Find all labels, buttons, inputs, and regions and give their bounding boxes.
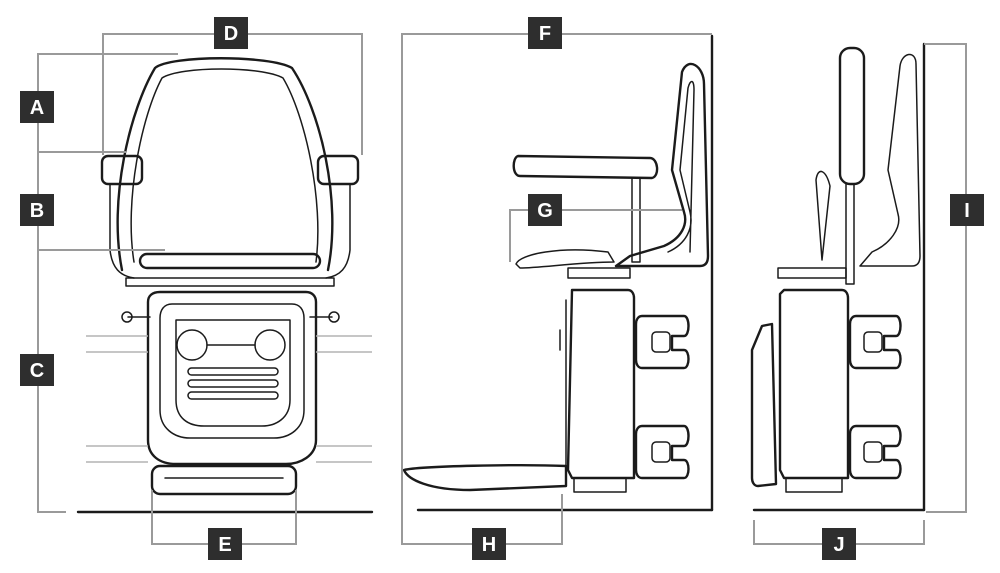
side-view bbox=[402, 34, 714, 512]
folded-seat-back bbox=[859, 53, 921, 267]
front-seat-back-inner bbox=[130, 68, 319, 263]
front-seat-cushion bbox=[138, 252, 322, 270]
label-H: H bbox=[472, 528, 506, 560]
label-J-text: J bbox=[833, 534, 844, 556]
front-footrest bbox=[150, 464, 298, 496]
side-rail-bracket-upper bbox=[634, 314, 690, 370]
label-I-text: I bbox=[964, 200, 970, 222]
label-H-text: H bbox=[482, 534, 496, 556]
label-A-text: A bbox=[30, 97, 44, 119]
label-C: C bbox=[20, 354, 54, 386]
front-control-panel bbox=[175, 319, 291, 427]
label-B-text: B bbox=[30, 200, 44, 222]
front-right-armrest bbox=[316, 154, 360, 186]
front-seat-back bbox=[116, 57, 334, 272]
side-carriage-body bbox=[566, 288, 636, 480]
label-F-text: F bbox=[539, 23, 551, 45]
label-A: A bbox=[20, 91, 54, 123]
side-footrest bbox=[402, 464, 568, 492]
folded-dimensions bbox=[753, 43, 967, 545]
label-D-text: D bbox=[224, 23, 238, 45]
label-E-text: E bbox=[218, 534, 231, 556]
side-seat-back bbox=[614, 62, 710, 268]
side-armrest bbox=[512, 154, 659, 180]
label-D: D bbox=[214, 17, 248, 49]
side-dimensions bbox=[401, 33, 712, 545]
front-left-armrest bbox=[100, 154, 144, 186]
label-J: J bbox=[822, 528, 856, 560]
folded-footrest bbox=[750, 322, 778, 488]
front-carriage-body bbox=[146, 290, 318, 466]
label-G-text: G bbox=[537, 200, 553, 222]
label-C-text: C bbox=[30, 360, 44, 382]
label-G: G bbox=[528, 194, 562, 226]
label-F: F bbox=[528, 17, 562, 49]
folded-carriage-body bbox=[778, 288, 850, 480]
label-E: E bbox=[208, 528, 242, 560]
folded-view bbox=[750, 42, 926, 512]
folded-rail-bracket-upper bbox=[848, 314, 902, 370]
front-view bbox=[76, 57, 374, 514]
label-I: I bbox=[950, 194, 984, 226]
side-rail-bracket-lower bbox=[634, 424, 690, 480]
side-seat bbox=[515, 249, 615, 269]
folded-armrest bbox=[838, 46, 866, 186]
folded-rail-bracket-lower bbox=[848, 424, 902, 480]
label-B: B bbox=[20, 194, 54, 226]
